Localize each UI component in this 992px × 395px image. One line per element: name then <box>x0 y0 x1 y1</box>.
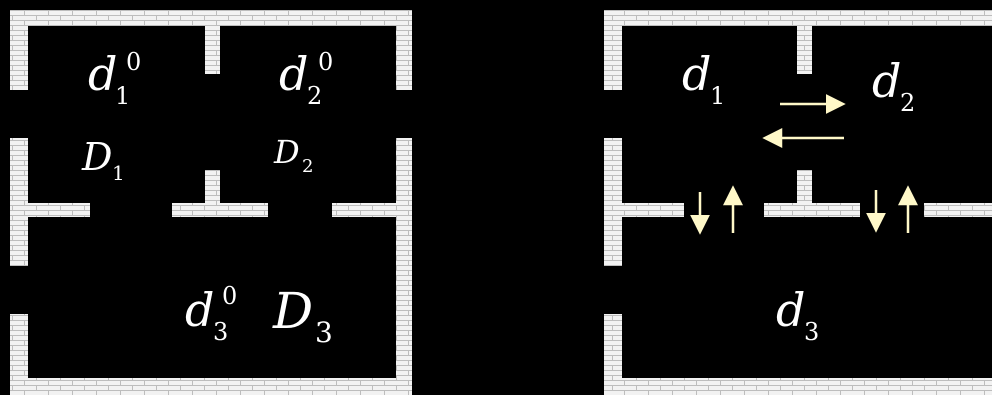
label-subscript: 3 <box>213 318 228 346</box>
label-subscript: 3 <box>804 318 819 346</box>
label-subscript: 1 <box>115 82 130 110</box>
label-base: d <box>872 54 901 108</box>
label-base: d <box>776 283 805 337</box>
right-bottom-wall <box>604 378 992 395</box>
label-d3: d 3 <box>776 283 819 346</box>
label-d3-zero: d 3 0 <box>185 282 237 346</box>
right-outer-wall-seg3 <box>604 314 622 395</box>
left-mid-wall-seg2 <box>172 203 268 217</box>
right-mid-wall-seg2 <box>764 203 860 217</box>
left-mid-wall-seg3 <box>332 203 396 217</box>
left-outer-wall-seg3 <box>10 314 28 395</box>
left-divider-upper <box>205 26 220 74</box>
label-base: d <box>88 47 117 101</box>
right-top-wall <box>604 10 992 26</box>
left-walls <box>10 10 412 395</box>
right-walls <box>604 10 992 395</box>
label-subscript: 3 <box>315 316 333 349</box>
transfer-arrows <box>690 94 918 235</box>
label-base: D <box>272 282 313 340</box>
label-d2: d 2 <box>872 54 915 117</box>
left-bottom-wall <box>10 378 412 395</box>
label-base: d <box>185 283 214 337</box>
right-floorplan: d 1 d 2 d 3 <box>604 10 992 395</box>
label-base: d <box>682 47 711 101</box>
right-divider-upper <box>797 26 812 74</box>
left-outer-wall-seg1 <box>10 10 28 90</box>
label-superscript: 0 <box>222 282 237 310</box>
left-top-wall <box>10 10 412 26</box>
label-d1-zero: d 1 0 <box>88 47 141 110</box>
right-outer-wall-seg2 <box>604 138 622 266</box>
label-D1: D 1 <box>81 135 125 185</box>
label-base: D <box>81 135 112 179</box>
label-base: d <box>279 47 308 101</box>
label-subscript: 2 <box>307 82 322 110</box>
label-d2-zero: d 2 0 <box>279 47 333 110</box>
label-D2: D 2 <box>273 133 313 177</box>
left-outer-wall-seg2 <box>10 138 28 266</box>
label-d1: d 1 <box>682 47 725 110</box>
label-superscript: 0 <box>126 48 141 76</box>
label-D3: D 3 <box>272 282 333 349</box>
label-superscript: 0 <box>318 48 333 76</box>
left-mid-wall-seg1 <box>28 203 90 217</box>
label-base: D <box>273 133 300 171</box>
right-outer-wall-seg1 <box>396 10 412 90</box>
right-mid-wall-seg1 <box>622 203 684 217</box>
label-subscript: 2 <box>900 89 915 117</box>
right-mid-wall-seg3 <box>924 203 992 217</box>
label-subscript: 1 <box>710 82 725 110</box>
right-outer-wall-seg1 <box>604 10 622 90</box>
label-subscript: 2 <box>302 156 313 177</box>
left-floorplan: d 1 0 d 2 0 D 1 D 2 d 3 0 D 3 <box>10 10 412 395</box>
right-outer-wall-seg2 <box>396 138 412 395</box>
label-subscript: 1 <box>112 161 125 185</box>
